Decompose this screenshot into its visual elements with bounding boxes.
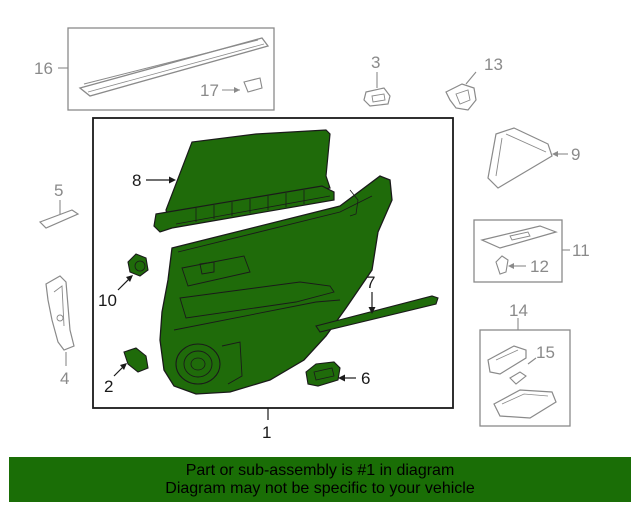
part-9 (487, 127, 568, 189)
footer-line-2: Diagram may not be specific to your vehi… (165, 480, 475, 497)
callout-6: 6 (361, 369, 370, 388)
part-10 (117, 253, 149, 291)
part-14-group (479, 318, 571, 427)
callout-3: 3 (371, 53, 380, 72)
callout-14: 14 (509, 301, 528, 320)
part-11-group (473, 219, 570, 283)
footer-banner: Part or sub-assembly is #1 in diagram Di… (9, 457, 631, 502)
callout-2: 2 (104, 377, 113, 396)
callout-8: 8 (132, 171, 141, 190)
part-7-strip (315, 292, 439, 333)
callout-9: 9 (571, 145, 580, 164)
callout-13: 13 (484, 55, 503, 74)
callout-15: 15 (536, 343, 555, 362)
callout-17: 17 (200, 81, 219, 100)
footer-line-1: Part or sub-assembly is #1 in diagram (185, 462, 455, 479)
callout-1: 1 (262, 423, 271, 442)
part-13-clip (445, 71, 477, 111)
part-8-upper-panel (146, 129, 335, 233)
callout-16: 16 (34, 59, 53, 78)
callout-12: 12 (530, 257, 549, 276)
part-6-handle (305, 361, 356, 387)
callout-4: 4 (60, 369, 69, 388)
part-16-group (58, 27, 275, 111)
callout-11: 11 (572, 241, 590, 260)
callout-7: 7 (366, 273, 375, 292)
part-4 (45, 275, 75, 366)
part-2 (113, 347, 149, 377)
part-5 (38, 200, 80, 229)
callout-10: 10 (98, 291, 117, 310)
callout-5: 5 (54, 181, 63, 200)
door-trim-main (159, 175, 393, 395)
part-1-assembly (92, 117, 454, 420)
part-3-clip (363, 72, 391, 107)
